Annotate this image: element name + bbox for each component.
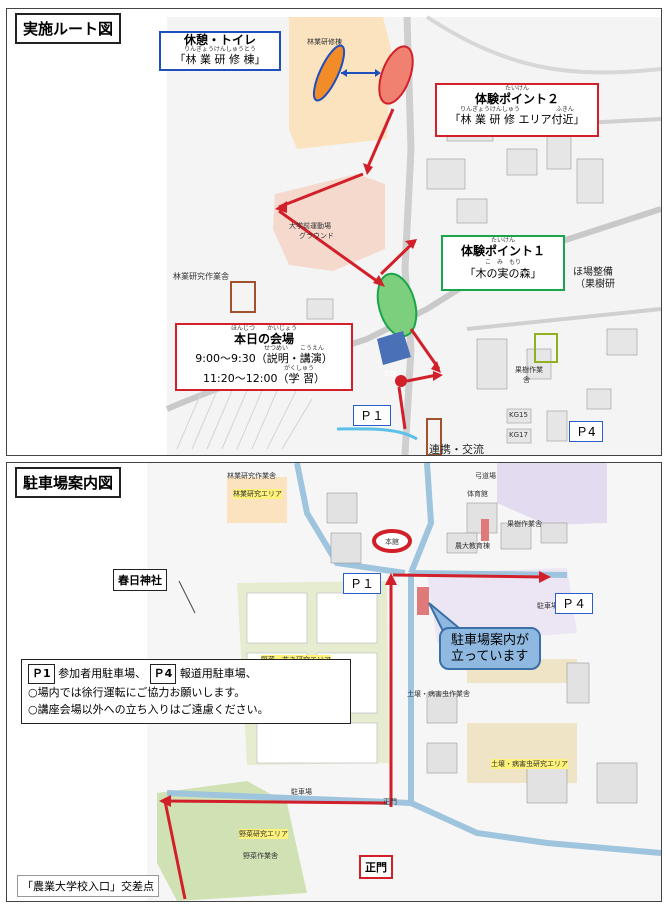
map-label-ground: グラウンド (299, 232, 334, 240)
venue-ruby1: ほんじつ かいじょう (230, 325, 297, 332)
map-label-ground-area: 大学前運動場 (289, 222, 331, 230)
parking-map-panel: 駐車場案内図 林業研究作業舎 林業研究エリア 本館 果樹作業舎 農大教育棟 弓道… (6, 462, 662, 902)
map-label-forestry-area: 林業研究エリア (233, 489, 282, 499)
kasuga-shrine-label: 春日神社 (113, 569, 167, 591)
point2-ruby2: りんぎょうけんしゅう ふきん (460, 106, 574, 113)
notice-line3: ○講座会場以外への立ち入りはご遠慮ください。 (28, 703, 269, 717)
parking-p1-tag: Ｐ１ (353, 405, 392, 426)
map-label-gym: 体育館 (467, 490, 488, 498)
notice-p4-badge: Ｐ4 (149, 664, 177, 684)
point1-ruby1: たいけん (490, 237, 515, 244)
map-label-archery: 弓道場 (475, 472, 496, 480)
point1-box: たいけん 体験ポイント１ こ み もり 「木の実の森」 (441, 235, 565, 291)
rest-toilet-ruby: りんぎょうけんしゅうとう (184, 46, 256, 53)
point1-ruby2: こ み もり (484, 259, 521, 266)
parking-p1-tag-2: Ｐ１ (343, 573, 382, 594)
point2-name: 「林 業 研 修 エリア付近」 (449, 113, 585, 126)
map-label-soil-shed: 土壌・病害虫作業舎 (407, 690, 470, 698)
map-label-honkan-2: 本館 (385, 538, 399, 546)
parking-p4-tag-2: Ｐ４ (555, 593, 594, 614)
rest-toilet-box: 休憩・トイレ りんぎょうけんしゅうとう 「林 業 研 修 棟」 (159, 31, 281, 71)
map-label-forestry-shed-2: 林業研究作業舎 (227, 472, 276, 480)
rest-toilet-title: 休憩・トイレ (183, 33, 256, 47)
map-label-fruit-research: （果樹研 (575, 279, 615, 290)
map-label-shed: 舎 (523, 376, 530, 384)
point2-marker (378, 45, 414, 105)
map-label-education-building: 農大教育棟 (455, 542, 490, 550)
notice-p1-badge: Ｐ1 (28, 664, 55, 684)
map-label-main-gate-small: 正門 (383, 798, 397, 806)
venue-title: 本日の会場 (233, 332, 294, 346)
rest-toilet-marker (312, 44, 346, 102)
map-label-vegetable-research: 野菜研究エリア (239, 829, 288, 839)
intersection-label: 「農業大学校入口」交差点 (17, 875, 159, 897)
map-label-forestry-training: 林業研修棟 (307, 38, 342, 46)
honkan-marker (372, 529, 412, 553)
main-gate-label: 正門 (359, 855, 393, 879)
rest-toilet-name: 「林 業 研 修 棟」 (174, 53, 266, 66)
point1-name: 「木の実の森」 (464, 267, 542, 280)
map-label-forestry-shed: 林業研究作業舎 (173, 272, 229, 281)
venue-building (377, 331, 411, 365)
route-map-title: 実施ルート図 (15, 13, 122, 44)
map-label-vegetable-shed: 野菜作業舎 (243, 852, 278, 860)
map-label-fruit-shed: 果樹作業 (515, 366, 543, 374)
forestry-shed-marker (230, 281, 256, 313)
venue-time1: 9:00～9:30（説明・講演） (195, 352, 333, 365)
parking-notice: Ｐ1 参加者用駐車場、 Ｐ4 報道用駐車場、 ○場内では徐行運転にご協力お願いし… (21, 659, 351, 724)
map-label-cooperation: 連携・交流 (429, 443, 484, 456)
venue-dot (395, 375, 407, 387)
point2-title: 体験ポイント２ (474, 92, 559, 106)
notice-line1: Ｐ1 参加者用駐車場、 Ｐ4 報道用駐車場、 (28, 664, 344, 684)
notice-line2: ○場内では徐行運転にご協力お願いします。 (28, 685, 246, 699)
map-label-kg15: KG15 (509, 411, 528, 419)
map-label-parking: 駐車場 (291, 788, 312, 796)
map-label-soil-area: 土壌・病害虫研究エリア (491, 759, 568, 769)
point1-marker (376, 272, 418, 338)
notice-p4-text: 報道用駐車場、 (179, 667, 257, 680)
venue-time2: 11:20～12:00（学 習） (203, 372, 325, 385)
orchard-shed-marker (534, 333, 558, 363)
parking-guide-callout: 駐車場案内が 立っています (439, 627, 542, 671)
parking-p4-tag: Ｐ4 (569, 421, 603, 442)
parking-map (147, 463, 661, 901)
callout-line2: 立っています (451, 648, 529, 664)
notice-p1-text: 参加者用駐車場、 (58, 667, 147, 680)
map-label-field-maintenance: ほ場整備 (573, 267, 613, 278)
venue-ruby3: がくしゅう (283, 365, 314, 372)
map-label-honkan: 本館 (383, 370, 397, 378)
point1-title: 体験ポイント１ (460, 244, 545, 258)
map-label-parking-east: 駐車場 (537, 602, 558, 610)
callout-line1: 駐車場案内が (451, 633, 530, 648)
venue-ruby2: せつめい こうえん (263, 345, 324, 352)
parking-map-title: 駐車場案内図 (15, 467, 122, 498)
route-map-panel: 実施ルート図 林業研修棟 林業研究作業舎 大学前運動場 グラウンド 本館 ほ場整… (6, 8, 662, 456)
venue-box: ほんじつ かいじょう 本日の会場 せつめい こうえん 9:00～9:30（説明・… (175, 323, 353, 391)
map-label-fruit-shed-2: 果樹作業舎 (507, 520, 542, 528)
map-label-kg17: KG17 (509, 431, 528, 439)
point2-box: たいけん 体験ポイント２ りんぎょうけんしゅう ふきん 「林 業 研 修 エリア… (435, 83, 599, 137)
point2-ruby1: たいけん (504, 85, 529, 92)
